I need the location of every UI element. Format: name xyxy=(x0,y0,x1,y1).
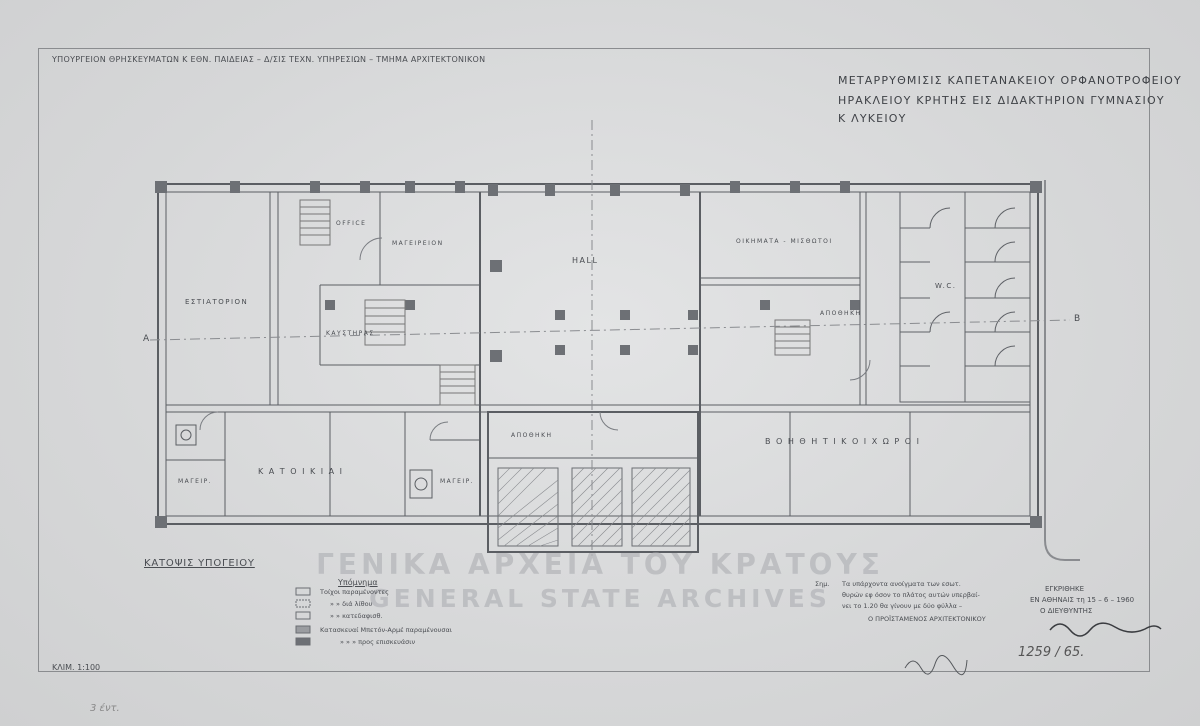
room-kavstiras: ΚΑΥΣΤΗΡΑΣ xyxy=(326,330,375,337)
legend-item: Κατασκευαί Μπετόν-Αρμέ παραμένουσαι xyxy=(320,626,452,634)
legend-item: Τοίχοι παραμένοντες xyxy=(320,588,389,596)
hatched-blocks xyxy=(497,467,691,547)
room-apothiki: ΑΠΟΘΗΚΗ xyxy=(511,432,553,439)
room-estiatorion: ΕΣΤΙΑΤΟΡΙΟΝ xyxy=(185,298,249,306)
staircase xyxy=(299,199,811,406)
ministry-header: ΥΠΟΥΡΓΕΙΟΝ ΘΡΗΣΚΕΥΜΑΤΩΝ Κ ΕΘΝ. ΠΑΙΔΕΙΑΣ … xyxy=(52,55,486,64)
note-line: θυρών εφ όσον το πλάτος αυτών υπερβαί- xyxy=(842,591,980,599)
room-oikimata: ΟΙΚΗΜΑΤΑ - ΜΙΣΘΩΤΟΙ xyxy=(736,238,833,245)
room-voithitikoi: Β Ο Η Θ Η Τ Ι Κ Ο Ι Χ Ω Ρ Ο Ι xyxy=(765,437,921,446)
room-mageir-1: ΜΑΓΕΙΡ. xyxy=(178,478,213,485)
title-line-2: ΗΡΑΚΛΕΙΟΥ ΚΡΗΤΗΣ ΕΙΣ ΔΙΔΑΚΤΗΡΙΟΝ ΓΥΜΝΑΣΙ… xyxy=(838,94,1165,107)
note-heading: Σημ. xyxy=(815,580,830,588)
scale-label: ΚΛΙΜ. 1:100 xyxy=(52,663,101,672)
legend-swatches xyxy=(295,587,311,646)
registry-number: 1259 / 65. xyxy=(1018,645,1085,660)
head-architect-label: Ο ΠΡΟΪΣΤΑΜΕΝΟΣ ΑΡΧΙΤΕΚΤΟΝΙΚΟΥ xyxy=(868,615,986,623)
plan-label: ΚΑΤΟΨΙΣ ΥΠΟΓΕΙΟΥ xyxy=(144,558,255,569)
projection xyxy=(487,411,699,553)
note-line: νει το 1.20 θα γίνουν με δύο φύλλα – xyxy=(842,602,963,610)
title-line-3: Κ ΛΥΚΕΙΟΥ xyxy=(838,112,907,125)
watermark-english: GENERAL STATE ARCHIVES xyxy=(369,584,831,613)
drawing-border xyxy=(38,48,1150,672)
legend-item: » » κατεδαφισθ. xyxy=(330,612,383,620)
note-line: Τα υπάρχοντα ανοίγματα των εσωτ. xyxy=(842,580,961,588)
wall-piers xyxy=(155,181,1042,528)
room-office: OFFICE xyxy=(336,220,367,227)
section-mark-a: Α xyxy=(143,334,150,344)
title-line-1: ΜΕΤΑΡΡΥΘΜΙΣΙΣ ΚΑΠΕΤΑΝΑΚΕΙΟΥ ΟΡΦΑΝΟΤΡΟΦΕΙ… xyxy=(838,74,1182,87)
signature-2 xyxy=(904,655,968,676)
corner-note: 3 έντ. xyxy=(90,703,120,714)
approval-date: ΕΝ ΑΘΗΝΑΙΣ τη 15 – 6 – 1960 xyxy=(1030,596,1135,604)
room-apothiki-2: ΑΠΟΘΗΚΗ xyxy=(820,310,862,317)
room-mageir-2: ΜΑΓΕΙΡ. xyxy=(440,478,475,485)
approval-role: Ο ΔΙΕΥΘΥΝΤΗΣ xyxy=(1040,607,1093,615)
legend-title: Υπόμνημα xyxy=(338,578,378,587)
outer-wall xyxy=(157,183,1039,525)
room-katoikiai: Κ Α Τ Ο Ι Κ Ι Α Ι xyxy=(258,467,344,476)
legend-item: » » διά λίθου xyxy=(330,600,373,608)
signature xyxy=(1049,622,1162,637)
door-swings xyxy=(199,237,871,441)
room-mageireion: ΜΑΓΕΙΡΕΙΟΝ xyxy=(392,240,444,247)
approval-label: ΕΓΚΡΙΘΗΚΕ xyxy=(1045,585,1084,593)
fixture xyxy=(175,424,197,446)
section-mark-b: Β xyxy=(1074,314,1081,324)
room-hall: HALL xyxy=(572,256,599,265)
room-wc: W.C. xyxy=(935,282,957,290)
section-line xyxy=(149,319,1071,341)
legend-item: » » » προς επισκευάσιν xyxy=(340,638,416,646)
watermark-greek: ΓΕΝΙΚΑ ΑΡΧΕΙΑ ΤΟΥ ΚΡΑΤΟΥΣ xyxy=(316,548,884,581)
wc-stalls xyxy=(899,191,1031,403)
